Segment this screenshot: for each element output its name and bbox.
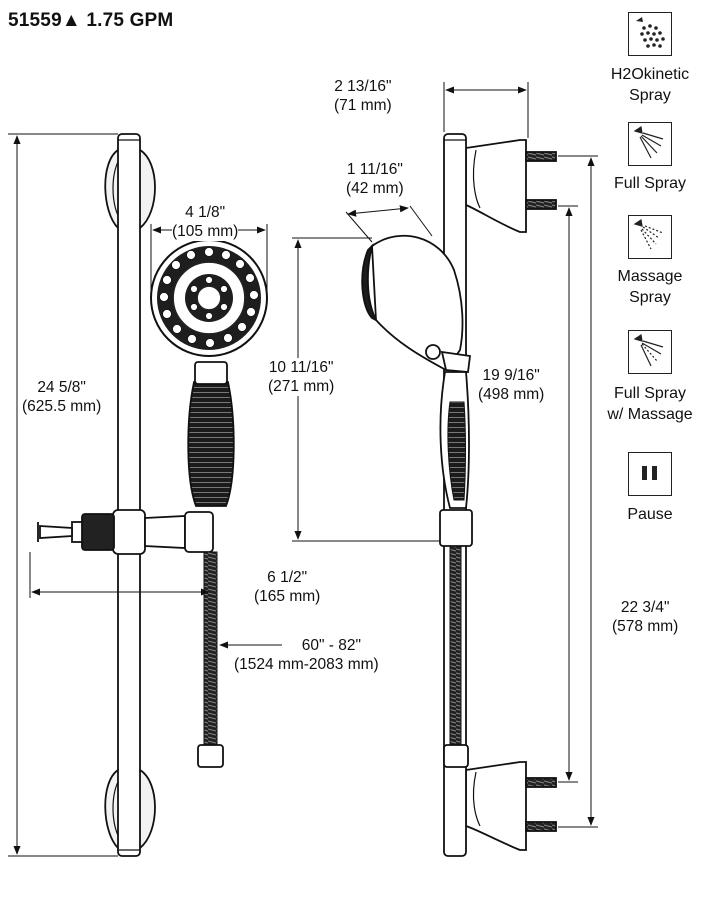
model-title: 51559▲ 1.75 GPM bbox=[8, 10, 174, 31]
side-hose bbox=[449, 539, 462, 749]
massage-spray-icon bbox=[628, 215, 672, 259]
dim-holder-reach: 6 1/2" (165 mm) bbox=[254, 569, 321, 605]
dim-hose-length: 60" - 82" (1524 mm-2083 mm) bbox=[234, 637, 379, 673]
front-handle bbox=[187, 381, 235, 507]
side-top-mount bbox=[465, 139, 527, 233]
dim-mount-spacing-inner: 19 9/16" (498 mm) bbox=[478, 366, 545, 404]
dimension-lines bbox=[8, 82, 598, 857]
front-hose bbox=[203, 551, 218, 748]
full-spray-massage-icon bbox=[628, 330, 672, 374]
full-spray-massage-label: Full Spray w/ Massage bbox=[607, 385, 693, 423]
side-bottom-mount bbox=[465, 761, 527, 851]
h2okinetic-spray-label: H2Okinetic Spray bbox=[610, 66, 690, 104]
mount-screws bbox=[525, 151, 557, 832]
side-view bbox=[361, 133, 557, 857]
pause-icon bbox=[628, 452, 672, 496]
front-view bbox=[37, 133, 268, 857]
dim-spray-face-depth: 1 11/16" (42 mm) bbox=[346, 161, 404, 197]
pause-label: Pause bbox=[627, 506, 673, 523]
side-holder bbox=[439, 509, 473, 547]
full-spray-label: Full Spray bbox=[613, 175, 687, 192]
dim-spray-face-width: 4 1/8" (105 mm) bbox=[172, 204, 239, 241]
front-slide-bar bbox=[117, 133, 141, 857]
dim-bracket-depth: 2 13/16" (71 mm) bbox=[334, 77, 392, 115]
dim-handshower-length: 10 11/16" (271 mm) bbox=[268, 358, 335, 396]
massage-spray-label: Massage Spray bbox=[617, 268, 683, 306]
dim-mount-spacing-outer: 22 3/4" (578 mm) bbox=[612, 598, 679, 636]
front-slider bbox=[112, 509, 146, 555]
full-spray-icon bbox=[628, 122, 672, 166]
dim-slide-bar-length: 24 5/8" (625.5 mm) bbox=[22, 378, 102, 416]
spray-head-nozzles bbox=[159, 247, 259, 348]
h2okinetic-spray-icon bbox=[628, 12, 672, 56]
side-spray-head bbox=[371, 234, 464, 372]
